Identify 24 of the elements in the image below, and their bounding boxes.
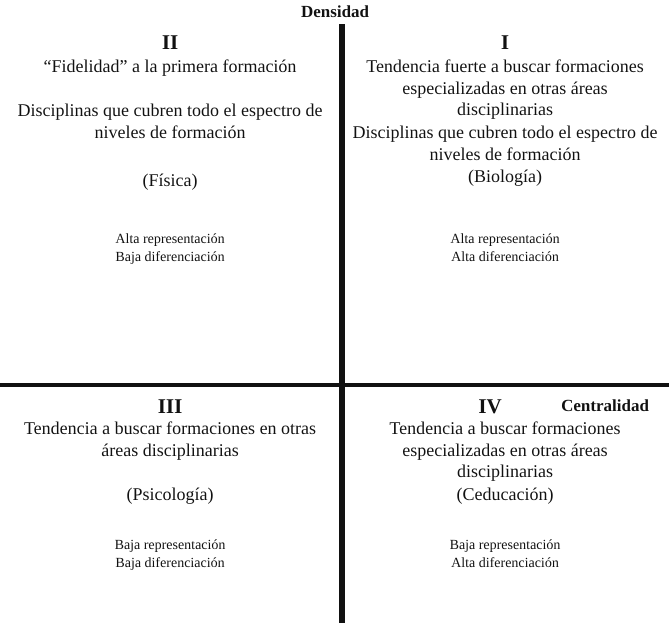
example-text: (Psicología) <box>126 484 214 506</box>
note-text: Baja diferenciación <box>114 556 226 573</box>
axis-label: Centralidad <box>560 396 650 416</box>
note-text: Baja representación <box>114 538 226 555</box>
description-text: Tendencia fuerte a buscar formaciones especializadas en otras áreas disciplinarias <box>365 56 645 121</box>
quadrant-number: I <box>500 30 510 56</box>
description-text: “Fidelidad” a la primera formación <box>42 56 298 78</box>
quadrant-number: IV <box>477 394 503 420</box>
note-text: Alta representación <box>449 232 561 249</box>
example-text: (Ceducación) <box>456 484 554 506</box>
example-text: (Biología) <box>467 166 543 188</box>
example-text: (Física) <box>142 170 198 192</box>
note-text: Alta representación <box>114 232 226 249</box>
description-text: Disciplinas que cubren todo el espectro de niveles de formación <box>16 100 324 144</box>
note-text: Baja diferenciación <box>114 250 226 267</box>
note-text: Alta diferenciación <box>450 250 560 267</box>
description-text: Tendencia a buscar formaciones especializadas en otras áreas disciplinarias <box>388 418 622 483</box>
note-text: Baja representación <box>448 538 562 555</box>
note-text: Alta diferenciación <box>450 556 560 573</box>
axis-label: Densidad <box>300 2 370 22</box>
description-text: Tendencia a buscar formaciones en otras áreas disciplinarias <box>22 418 318 462</box>
quadrant-number: III <box>156 394 184 420</box>
description-text: Disciplinas que cubren todo el espectro de niveles de formación <box>352 122 658 166</box>
quadrant-number: II <box>160 30 180 56</box>
